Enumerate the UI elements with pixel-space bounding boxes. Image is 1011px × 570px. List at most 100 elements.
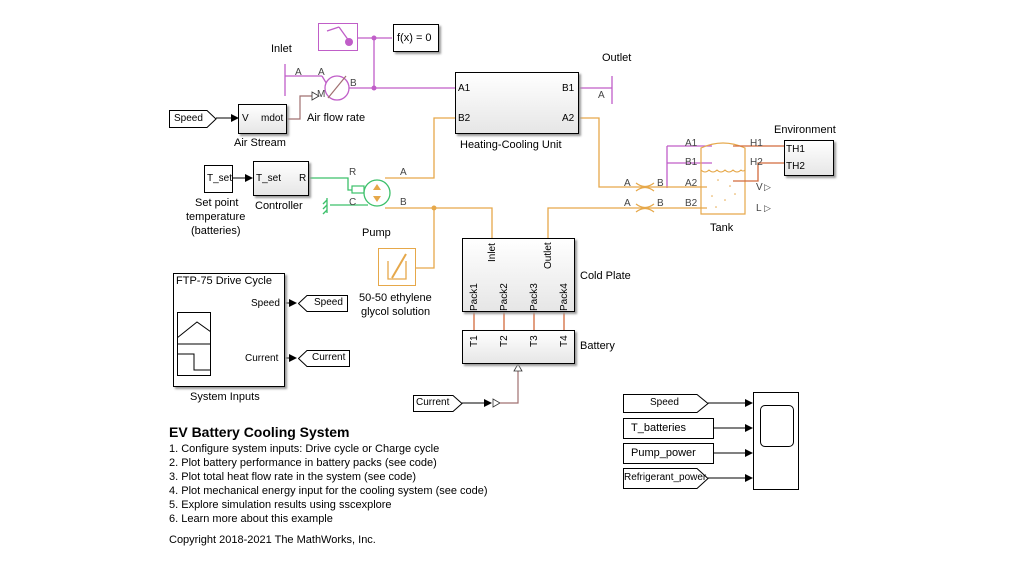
cold-plate-port-pack4: Pack4 — [559, 283, 570, 311]
glycol-label-2: glycol solution — [361, 306, 431, 318]
cold-plate-block[interactable]: Inlet Outlet Pack1 Pack2 Pack3 Pack4 — [462, 238, 575, 312]
inlet-label: Inlet — [271, 43, 292, 55]
battery-port-t4: T4 — [559, 335, 570, 347]
air-stream-port-v: V — [242, 113, 249, 124]
instructions-list: 1. Configure system inputs: Drive cycle … — [169, 442, 488, 526]
heating-cooling-unit-block[interactable]: A1 B2 B1 A2 — [455, 72, 579, 134]
copyright: Copyright 2018-2021 The MathWorks, Inc. — [169, 534, 376, 546]
solver-label: f(x) = 0 — [397, 32, 432, 44]
pipe2-port-a: A — [624, 198, 631, 209]
scope-from-speed[interactable]: Speed — [623, 394, 709, 418]
cold-plate-label: Cold Plate — [580, 270, 631, 282]
cold-plate-port-pack3: Pack3 — [529, 283, 540, 311]
scope-from-refrigerant-power[interactable]: Refrigerant_power — [623, 468, 709, 494]
battery-port-t1: T1 — [469, 335, 480, 347]
pipe1-port-a: A — [624, 178, 631, 189]
tank-port-v: V — [756, 182, 763, 193]
battery-label: Battery — [580, 340, 615, 352]
drive-cycle-icon — [177, 312, 211, 376]
controller-block[interactable]: T_set R — [253, 161, 309, 196]
env-port-th1: TH1 — [786, 144, 805, 155]
setpoint-label-2: temperature — [186, 211, 246, 223]
hcu-port-a1: A1 — [458, 83, 471, 94]
tank-port-b1: B1 — [685, 157, 698, 168]
goto-speed-label: Speed — [314, 297, 343, 308]
solver-switch-block[interactable] — [318, 23, 358, 51]
switch-icon — [326, 26, 353, 46]
scope-block[interactable] — [753, 392, 799, 490]
cold-plate-port-pack2: Pack2 — [499, 283, 510, 311]
model-title: EV Battery Cooling System — [169, 424, 350, 440]
scope-from-speed-label: Speed — [650, 397, 679, 408]
instruction-plot-battery[interactable]: 2. Plot battery performance in battery p… — [169, 457, 437, 469]
cold-plate-port-outlet: Outlet — [543, 242, 554, 269]
tank-label: Tank — [710, 222, 734, 234]
hcu-port-b1: B1 — [562, 83, 575, 94]
speed-from-label: Speed — [174, 113, 203, 124]
battery-port-t3: T3 — [529, 335, 540, 347]
inlet-port-a: A — [295, 67, 302, 78]
thermal-liquid-lines — [385, 117, 707, 269]
system-inputs-label: System Inputs — [190, 391, 260, 403]
tank-port-l: L — [756, 203, 762, 214]
goto-speed-tag[interactable]: Speed — [297, 295, 348, 317]
pump-icon[interactable] — [363, 179, 391, 207]
pump-port-b: B — [400, 197, 407, 208]
tank-port-v-arrow-icon: ▷ — [764, 182, 771, 192]
tank-port-h1: H1 — [750, 138, 763, 149]
pump-port-r: R — [349, 167, 357, 178]
cold-plate-port-pack1: Pack1 — [469, 283, 480, 311]
instruction-learn-more[interactable]: 6. Learn more about this example — [169, 513, 333, 525]
air-stream-label: Air Stream — [234, 137, 286, 149]
scope-from-tbatteries-label: T_batteries — [631, 422, 687, 434]
tank-port-b2: B2 — [685, 198, 698, 209]
tank-port-a2: A2 — [685, 178, 698, 189]
scope-from-refrigerant-power-label: Refrigerant_power — [624, 472, 707, 483]
cold-plate-port-inlet: Inlet — [487, 243, 498, 262]
pipe1-port-b: B — [657, 178, 664, 189]
setpoint-label-1: Set point — [195, 197, 239, 209]
controller-port-r: R — [299, 173, 307, 184]
outlet-label: Outlet — [602, 52, 632, 64]
scope-from-pump-power-label: Pump_power — [631, 447, 696, 459]
scope-screen-icon — [760, 405, 794, 447]
instruction-sscexplore[interactable]: 5. Explore simulation results using ssce… — [169, 499, 392, 511]
pipe2-port-b: B — [657, 198, 664, 209]
controller-port-tset: T_set — [256, 173, 282, 184]
airflow-port-m: M — [317, 89, 326, 100]
tank-icon[interactable] — [700, 142, 746, 215]
scope-from-pump-power[interactable]: Pump_power — [623, 443, 714, 464]
battery-block[interactable]: T1 T2 T3 T4 — [462, 330, 575, 364]
environment-block[interactable]: TH1 TH2 — [784, 140, 834, 176]
solver-config-block[interactable]: f(x) = 0 — [393, 24, 439, 52]
mech-lines — [309, 177, 368, 215]
goto-current-tag[interactable]: Current — [297, 350, 350, 372]
speed-from-tag[interactable]: Speed — [169, 110, 217, 133]
environment-label: Environment — [774, 124, 836, 136]
airflow-port-a: A — [318, 67, 325, 78]
system-inputs-out-speed: Speed — [251, 298, 280, 309]
beaker-icon — [387, 253, 407, 280]
from-current-tag[interactable]: Current — [413, 395, 463, 417]
system-inputs-block[interactable]: FTP-75 Drive Cycle Speed Current — [173, 273, 285, 387]
from-current-label: Current — [416, 397, 450, 408]
outlet-port-a: A — [598, 90, 605, 101]
hcu-port-b2: B2 — [458, 113, 471, 124]
thermal-lines — [473, 145, 785, 330]
battery-port-t2: T2 — [499, 335, 510, 347]
air-stream-port-mdot: mdot — [261, 113, 284, 124]
system-inputs-out-current: Current — [245, 353, 279, 364]
pump-label: Pump — [362, 227, 391, 239]
goto-current-label: Current — [312, 352, 346, 363]
air-stream-block[interactable]: V mdot — [238, 104, 287, 134]
instruction-configure-inputs[interactable]: 1. Configure system inputs: Drive cycle … — [169, 443, 440, 455]
scope-from-tbatteries[interactable]: T_batteries — [623, 418, 714, 439]
pump-port-c: C — [349, 197, 357, 208]
setpoint-block[interactable]: T_set — [204, 165, 233, 193]
hcu-port-a2: A2 — [562, 113, 575, 124]
glycol-label-1: 50-50 ethylene — [359, 292, 432, 304]
instruction-plot-energy[interactable]: 4. Plot mechanical energy input for the … — [169, 485, 488, 497]
instruction-plot-heat-flow[interactable]: 3. Plot total heat flow rate in the syst… — [169, 471, 417, 483]
glycol-block[interactable] — [378, 248, 416, 286]
